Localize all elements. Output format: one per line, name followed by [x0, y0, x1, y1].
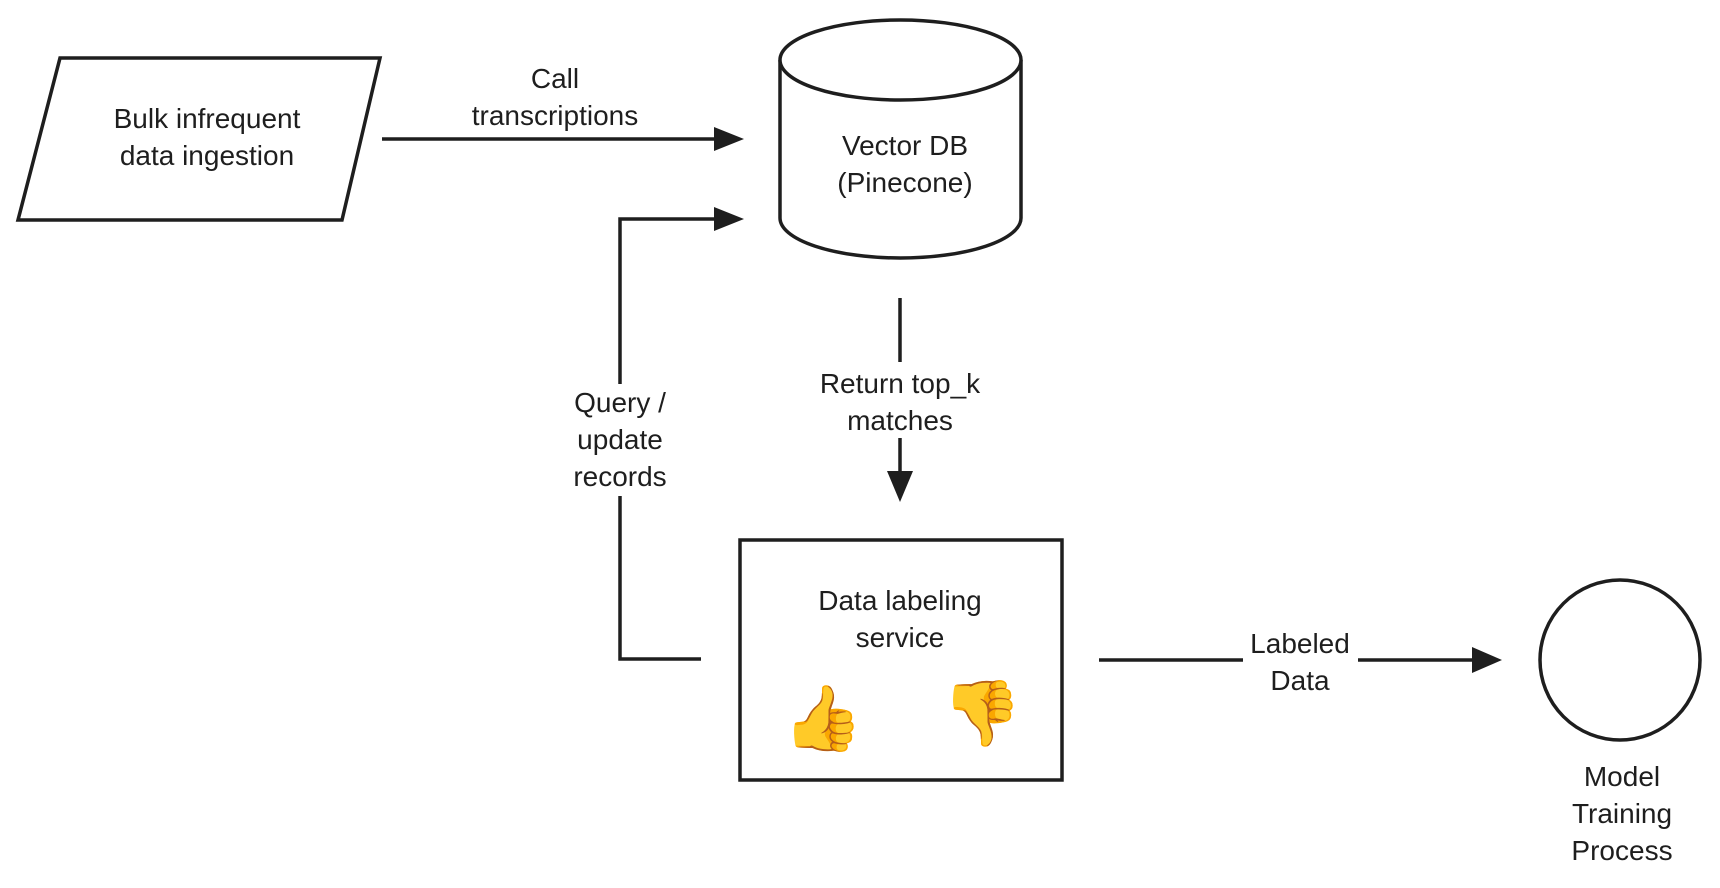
cylinder-top	[778, 18, 1023, 102]
cylinder-body	[778, 60, 1023, 260]
edge-call-label-2: transcriptions	[472, 100, 639, 131]
edge-labeled-label-1: Labeled	[1250, 628, 1350, 659]
arrowhead-icon	[714, 127, 744, 151]
edge-query-label-3: records	[573, 461, 666, 492]
node-labeling[interactable]: Data labeling service 👍 👎	[738, 538, 1064, 782]
edge-query-label-2: update	[577, 424, 663, 455]
edge-return-label-1: Return top_k	[820, 368, 981, 399]
edge-call-transcriptions: Call transcriptions	[382, 63, 744, 151]
edge-return-label-2: matches	[847, 405, 953, 436]
edge-labeled-label-2: Data	[1270, 665, 1330, 696]
node-training-label-3: Process	[1571, 835, 1672, 866]
node-labeling-label-1: Data labeling	[818, 585, 981, 616]
node-vector-db-label-2: (Pinecone)	[837, 167, 972, 198]
node-vector-db[interactable]: Vector DB (Pinecone)	[778, 18, 1023, 260]
node-ingestion-label-1: Bulk infrequent	[114, 103, 301, 134]
node-training[interactable]: Model Training Process	[1538, 578, 1702, 866]
circle-shape	[1538, 578, 1702, 742]
edge-return-topk: Return top_k matches	[820, 298, 981, 502]
arrowhead-icon	[714, 207, 744, 231]
edge-labeled-data: Labeled Data	[1099, 628, 1502, 696]
edge-query-update: Query / update records	[573, 207, 744, 661]
node-ingestion-label-2: data ingestion	[120, 140, 294, 171]
node-ingestion[interactable]: Bulk infrequent data ingestion	[15, 56, 383, 222]
node-training-label-1: Model	[1584, 761, 1660, 792]
node-training-label-2: Training	[1572, 798, 1672, 829]
edge-line	[618, 217, 722, 384]
node-vector-db-label-1: Vector DB	[842, 130, 968, 161]
edge-query-label-1: Query /	[574, 387, 666, 418]
arrowhead-icon	[887, 471, 913, 502]
node-labeling-label-2: service	[856, 622, 945, 653]
edge-line	[618, 496, 701, 661]
thumbs-down-icon[interactable]: 👎	[942, 677, 1022, 749]
parallelogram-shape	[15, 56, 383, 222]
thumbs-up-icon[interactable]: 👍	[783, 682, 863, 754]
rectangle-shape	[738, 538, 1064, 782]
edge-call-label-1: Call	[531, 63, 579, 94]
arrowhead-icon	[1472, 647, 1502, 673]
